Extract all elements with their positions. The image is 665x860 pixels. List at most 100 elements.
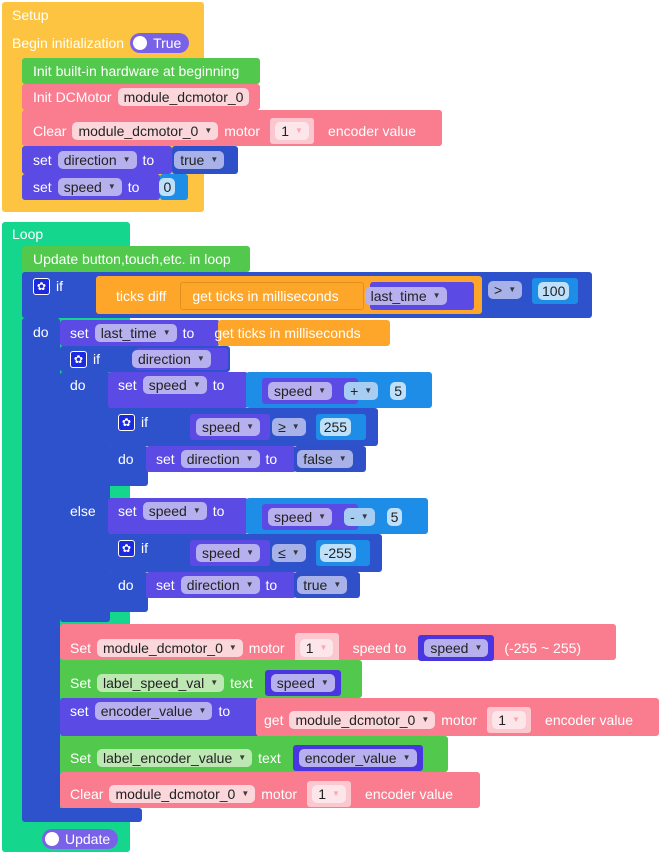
dropdown-arrow-icon: ▼ bbox=[196, 354, 205, 363]
ge-op-select[interactable]: ≥▼ bbox=[272, 418, 306, 436]
init-hardware-label: Init built-in hardware at beginning bbox=[33, 63, 240, 79]
var-name: speed bbox=[274, 383, 313, 399]
gear-icon[interactable]: ✿ bbox=[70, 350, 87, 368]
motor-select[interactable]: module_dcmotor_0 ▼ bbox=[289, 711, 436, 729]
zero-input[interactable]: 0 bbox=[159, 178, 176, 196]
motor-label: motor bbox=[248, 640, 285, 656]
encoder-var-select[interactable]: encoder_value ▼ bbox=[298, 749, 417, 767]
op-value: - bbox=[350, 509, 355, 525]
label-select[interactable]: label_encoder_value▼ bbox=[97, 749, 253, 767]
get-ticks-inner-block bbox=[180, 282, 364, 310]
num-5-input[interactable]: 5 bbox=[390, 382, 406, 400]
motor-num-select[interactable]: 1▼ bbox=[492, 711, 526, 729]
minus-op-select[interactable]: -▼ bbox=[344, 508, 375, 526]
else-label: else bbox=[70, 503, 96, 519]
begin-init-label: Begin initialization bbox=[12, 35, 125, 51]
var-name: direction bbox=[63, 152, 117, 168]
motor-num-block: 1▼ bbox=[294, 633, 339, 663]
label-select[interactable]: label_speed_val▼ bbox=[97, 674, 225, 692]
speed-var-select[interactable]: speed▼ bbox=[196, 418, 261, 436]
true-select[interactable]: true▼ bbox=[297, 576, 348, 594]
motor-select-value: module_dcmotor_0 bbox=[295, 712, 416, 728]
motor-num-select[interactable]: 1▼ bbox=[299, 639, 334, 657]
num-neg255-input[interactable]: -255 bbox=[319, 544, 356, 562]
set-label: set bbox=[118, 377, 137, 393]
gear-icon[interactable]: ✿ bbox=[33, 277, 50, 295]
num-5-input[interactable]: 5 bbox=[386, 508, 403, 526]
direction-var-select[interactable]: direction▼ bbox=[132, 350, 211, 368]
direction-var-select[interactable]: direction▼ bbox=[180, 576, 260, 594]
motor-select[interactable]: module_dcmotor_0▼ bbox=[72, 122, 219, 140]
speed-var-select[interactable]: speed▼ bbox=[142, 376, 207, 394]
dropdown-arrow-icon: ▼ bbox=[421, 715, 430, 724]
set-label: Set bbox=[70, 640, 92, 656]
speed-var-select[interactable]: speed▼ bbox=[268, 382, 333, 400]
set-label: set bbox=[156, 451, 175, 467]
init-hardware-block[interactable] bbox=[22, 58, 260, 84]
compare-op-select[interactable]: >▼ bbox=[488, 281, 523, 299]
motor-num-select[interactable]: 1▼ bbox=[275, 122, 309, 140]
speed-var-select[interactable]: speed▼ bbox=[57, 178, 122, 196]
direction-var-select[interactable]: direction▼ bbox=[57, 151, 137, 169]
num-255-input[interactable]: 255 bbox=[319, 418, 352, 436]
update-hardware-label: Update button,touch,etc. in loop bbox=[33, 251, 231, 267]
gear-icon[interactable]: ✿ bbox=[118, 413, 135, 431]
speed-var-select[interactable]: speed ▼ bbox=[270, 674, 335, 692]
motor-label: motor bbox=[224, 123, 261, 139]
ticks-diff-label: ticks diff bbox=[116, 288, 167, 304]
dropdown-arrow-icon: ▼ bbox=[320, 678, 329, 687]
toggle-knob-icon bbox=[45, 832, 59, 846]
motor-num-value: 1 bbox=[498, 712, 506, 728]
range-label: (-255 ~ 255) bbox=[504, 640, 582, 656]
speed-var-select[interactable]: speed▼ bbox=[196, 544, 261, 562]
speed-le-if-body bbox=[108, 572, 148, 612]
le-op-select[interactable]: ≤▼ bbox=[272, 544, 306, 562]
encoder-label: encoder value bbox=[365, 786, 453, 802]
motor-name-field[interactable]: module_dcmotor_0 bbox=[117, 88, 250, 106]
update-toggle[interactable]: Update bbox=[42, 829, 119, 849]
false-select[interactable]: false▼ bbox=[297, 450, 353, 468]
speed-var-select[interactable]: speed▼ bbox=[424, 639, 489, 657]
motor-select[interactable]: module_dcmotor_0▼ bbox=[97, 639, 243, 657]
var-name: last_time bbox=[100, 325, 157, 341]
dropdown-arrow-icon: ▼ bbox=[402, 753, 411, 762]
motor-select[interactable]: module_dcmotor_0▼ bbox=[109, 785, 256, 803]
num-100-input[interactable]: 100 bbox=[538, 282, 570, 300]
update-hardware-block[interactable] bbox=[22, 246, 250, 272]
encoder-var-select[interactable]: encoder_value▼ bbox=[94, 702, 213, 720]
var-name: direction bbox=[186, 577, 240, 593]
begin-init-row: Begin initialization True bbox=[12, 33, 190, 53]
speed-var-select[interactable]: speed▼ bbox=[142, 502, 207, 520]
begin-init-toggle[interactable]: True bbox=[130, 33, 190, 53]
gear-icon[interactable]: ✿ bbox=[118, 539, 135, 557]
dropdown-arrow-icon: ▼ bbox=[319, 643, 328, 652]
set-label: set bbox=[33, 152, 52, 168]
outer-if-body bbox=[22, 318, 60, 818]
get-ticks-label: get ticks in milliseconds bbox=[192, 288, 339, 304]
dropdown-arrow-icon: ▼ bbox=[294, 126, 303, 135]
speed-ge-if-body bbox=[108, 446, 148, 486]
encoder-label: encoder value bbox=[545, 712, 633, 728]
set-label: set bbox=[156, 577, 175, 593]
speed-var-block: speed▼ bbox=[418, 635, 495, 661]
var-name: encoder_value bbox=[304, 750, 397, 766]
plus-op-select[interactable]: +▼ bbox=[344, 382, 379, 400]
motor-label: motor bbox=[261, 786, 298, 802]
clear-label: Clear bbox=[33, 123, 67, 139]
text-label: text bbox=[230, 675, 253, 691]
last-time-select[interactable]: last_time▼ bbox=[94, 324, 177, 342]
setup-title-row: Setup bbox=[12, 6, 49, 24]
var-name: speed bbox=[276, 675, 315, 691]
motor-num-value: 1 bbox=[318, 786, 326, 802]
if-label: if bbox=[93, 351, 100, 367]
if-label: if bbox=[141, 414, 148, 430]
true-select[interactable]: true▼ bbox=[174, 151, 225, 169]
dropdown-arrow-icon: ▼ bbox=[508, 285, 517, 294]
direction-var-select[interactable]: direction▼ bbox=[180, 450, 260, 468]
motor-num-select[interactable]: 1▼ bbox=[312, 785, 346, 803]
bool-value: true bbox=[180, 152, 205, 168]
speed-var-select[interactable]: speed▼ bbox=[268, 508, 333, 526]
last-time-select[interactable]: last_time▼ bbox=[364, 287, 447, 305]
encoder-var-block: encoder_value ▼ bbox=[292, 745, 423, 771]
to-label: to bbox=[127, 179, 140, 195]
